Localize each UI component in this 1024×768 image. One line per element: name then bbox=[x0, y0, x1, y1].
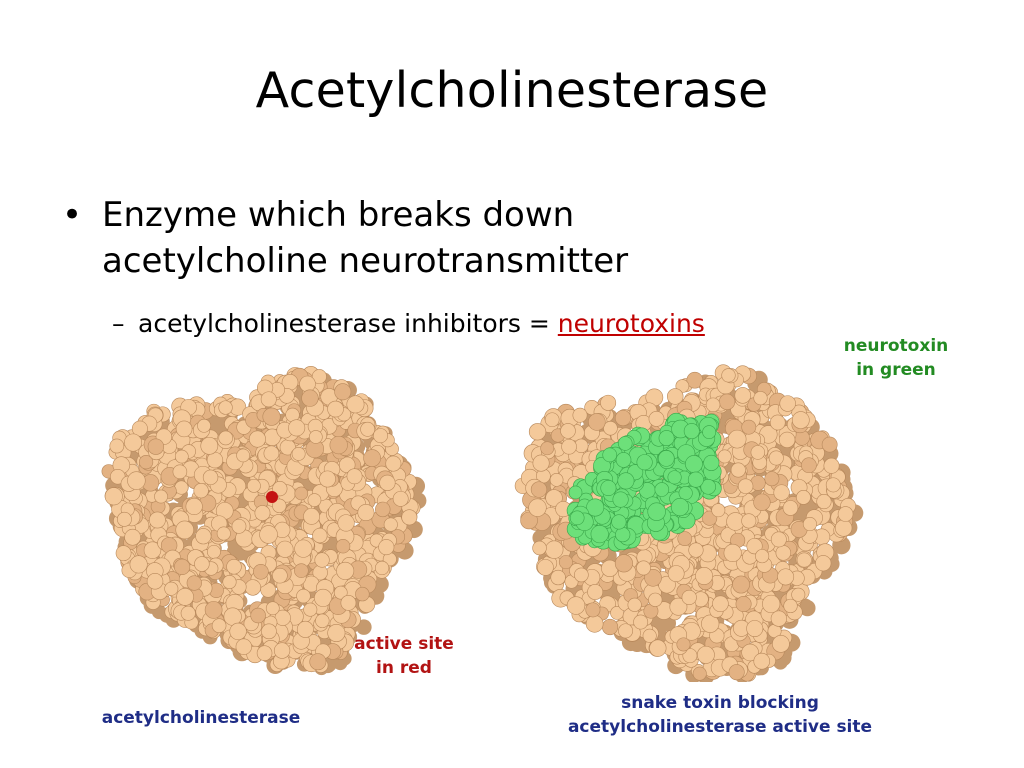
active-site-label: active site in red bbox=[334, 632, 474, 680]
sub-bullet-text: acetylcholinesterase inhibitors = bbox=[138, 309, 558, 338]
neurotoxins-link[interactable]: neurotoxins bbox=[557, 309, 705, 338]
active-site-marker bbox=[266, 491, 278, 503]
neurotoxin-atoms bbox=[566, 412, 722, 552]
neurotoxin-label-line-1: neurotoxin bbox=[843, 336, 949, 356]
left-caption: acetylcholinesterase bbox=[70, 706, 332, 730]
right-caption-line-1: snake toxin blocking bbox=[621, 693, 819, 713]
bullet-text: Enzyme which breaks down acetylcholine n… bbox=[102, 192, 762, 284]
protein-atoms bbox=[101, 366, 427, 676]
acetylcholinesterase-protein-image bbox=[101, 366, 427, 676]
toxin-bound-protein-image bbox=[514, 364, 864, 682]
bullet-line-1: Enzyme which breaks down bbox=[102, 195, 575, 235]
right-caption: snake toxin blocking acetylcholinesteras… bbox=[540, 691, 900, 739]
slide-title: Acetylcholinesterase bbox=[255, 62, 769, 119]
neurotoxin-label: neurotoxin in green bbox=[826, 334, 966, 382]
left-caption-text: acetylcholinesterase bbox=[101, 708, 301, 728]
bullet-line-2: acetylcholine neurotransmitter bbox=[102, 241, 629, 281]
right-caption-line-2: acetylcholinesterase active site bbox=[567, 717, 873, 737]
active-site-label-line-2: in red bbox=[376, 658, 432, 678]
sub-bullet: –acetylcholinesterase inhibitors = neuro… bbox=[112, 309, 705, 338]
active-site-label-line-1: active site bbox=[354, 634, 454, 654]
sub-bullet-dash: – bbox=[112, 309, 125, 338]
neurotoxin-label-line-2: in green bbox=[856, 360, 936, 380]
bullet-dot-icon: • bbox=[62, 195, 83, 235]
